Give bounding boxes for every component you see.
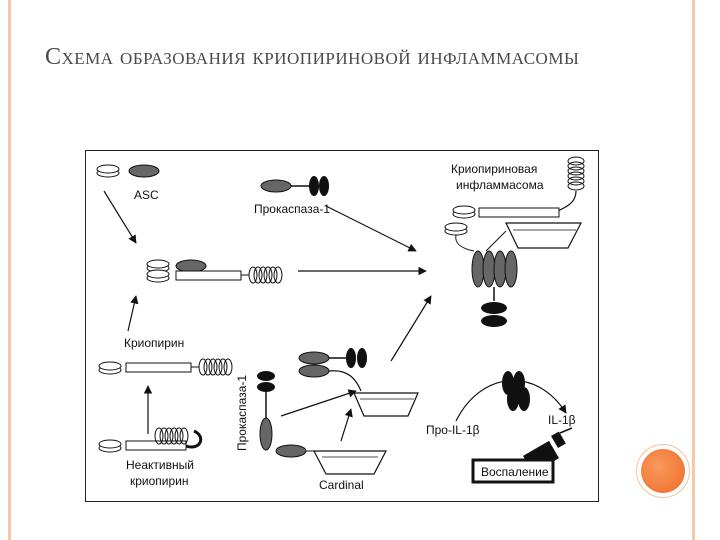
- decorative-orange-circle: [641, 449, 685, 493]
- arrow-pro-il-to-il: [455, 379, 567, 422]
- asc-cryopyrin-complex: [146, 259, 283, 284]
- procaspase-molecule-vertical: [257, 371, 275, 451]
- label-procaspase-top: Прокаспаза-1: [254, 202, 330, 216]
- caspase-dimer: [502, 371, 530, 411]
- cardinal-procaspase-complex: [298, 348, 419, 417]
- arrow-asc-to-complex: [103, 190, 137, 244]
- label-inflammasome-line2: инфламмасома: [456, 178, 544, 192]
- arrow-complex-to-inflammasome-2: [390, 295, 432, 362]
- label-cardinal: Cardinal: [319, 478, 364, 492]
- inflammasome-diagram: ASC Прокаспаза-1: [85, 150, 599, 502]
- cryopyrin-molecule: [98, 358, 233, 376]
- asc-molecule: [96, 164, 160, 178]
- arrow-cryopyrin-to-complex: [127, 295, 139, 332]
- label-inflammasome-line1: Криопириновая: [451, 162, 537, 176]
- label-procaspase-vertical: Прокаспаза-1: [235, 375, 249, 451]
- label-il: IL-1β: [548, 413, 576, 427]
- cryopyrin-inflammasome: [444, 156, 585, 327]
- label-pro-il: Про-IL-1β: [426, 423, 480, 437]
- arrow-procaspase-to-cardinal-complex: [280, 389, 357, 417]
- arrow-procaspase-to-inflammasome: [325, 205, 417, 252]
- label-inflammation: Воспаление: [481, 465, 549, 479]
- label-inactive-line2: криопирин: [130, 474, 189, 488]
- procaspase-molecule-top: [260, 176, 329, 196]
- arrow-cardinal-to-complex: [340, 408, 353, 442]
- inflammation-box: [471, 458, 555, 484]
- left-border-stripe: [8, 0, 11, 540]
- right-border-stripe: [692, 0, 695, 540]
- cardinal-molecule: [275, 444, 387, 475]
- slide-title: Схема образования криопириновой инфламма…: [45, 44, 580, 70]
- label-cryopyrin: Криопирин: [124, 336, 184, 350]
- inactive-cryopyrin-molecule: [98, 427, 203, 453]
- label-asc: ASC: [134, 188, 159, 202]
- label-inactive-line1: Неактивный: [126, 458, 194, 472]
